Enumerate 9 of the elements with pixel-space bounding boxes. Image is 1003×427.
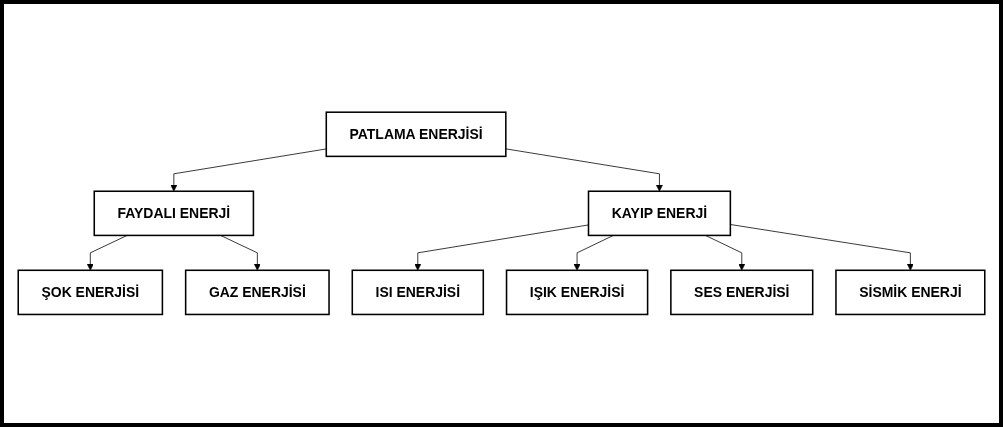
node-box: SİSMİK ENERJİ	[835, 269, 986, 316]
node-box: PATLAMA ENERJİSİ	[325, 111, 507, 158]
node-box: ISI ENERJİSİ	[351, 269, 485, 316]
node-box: GAZ ENERJİSİ	[184, 269, 330, 316]
node-box: SES ENERJİSİ	[670, 269, 814, 316]
node-box: KAYIP ENERJİ	[587, 190, 732, 237]
node-box: ŞOK ENERJİSİ	[17, 269, 164, 316]
node-box: IŞIK ENERJİSİ	[505, 269, 649, 316]
node-box: FAYDALI ENERJİ	[93, 190, 255, 237]
